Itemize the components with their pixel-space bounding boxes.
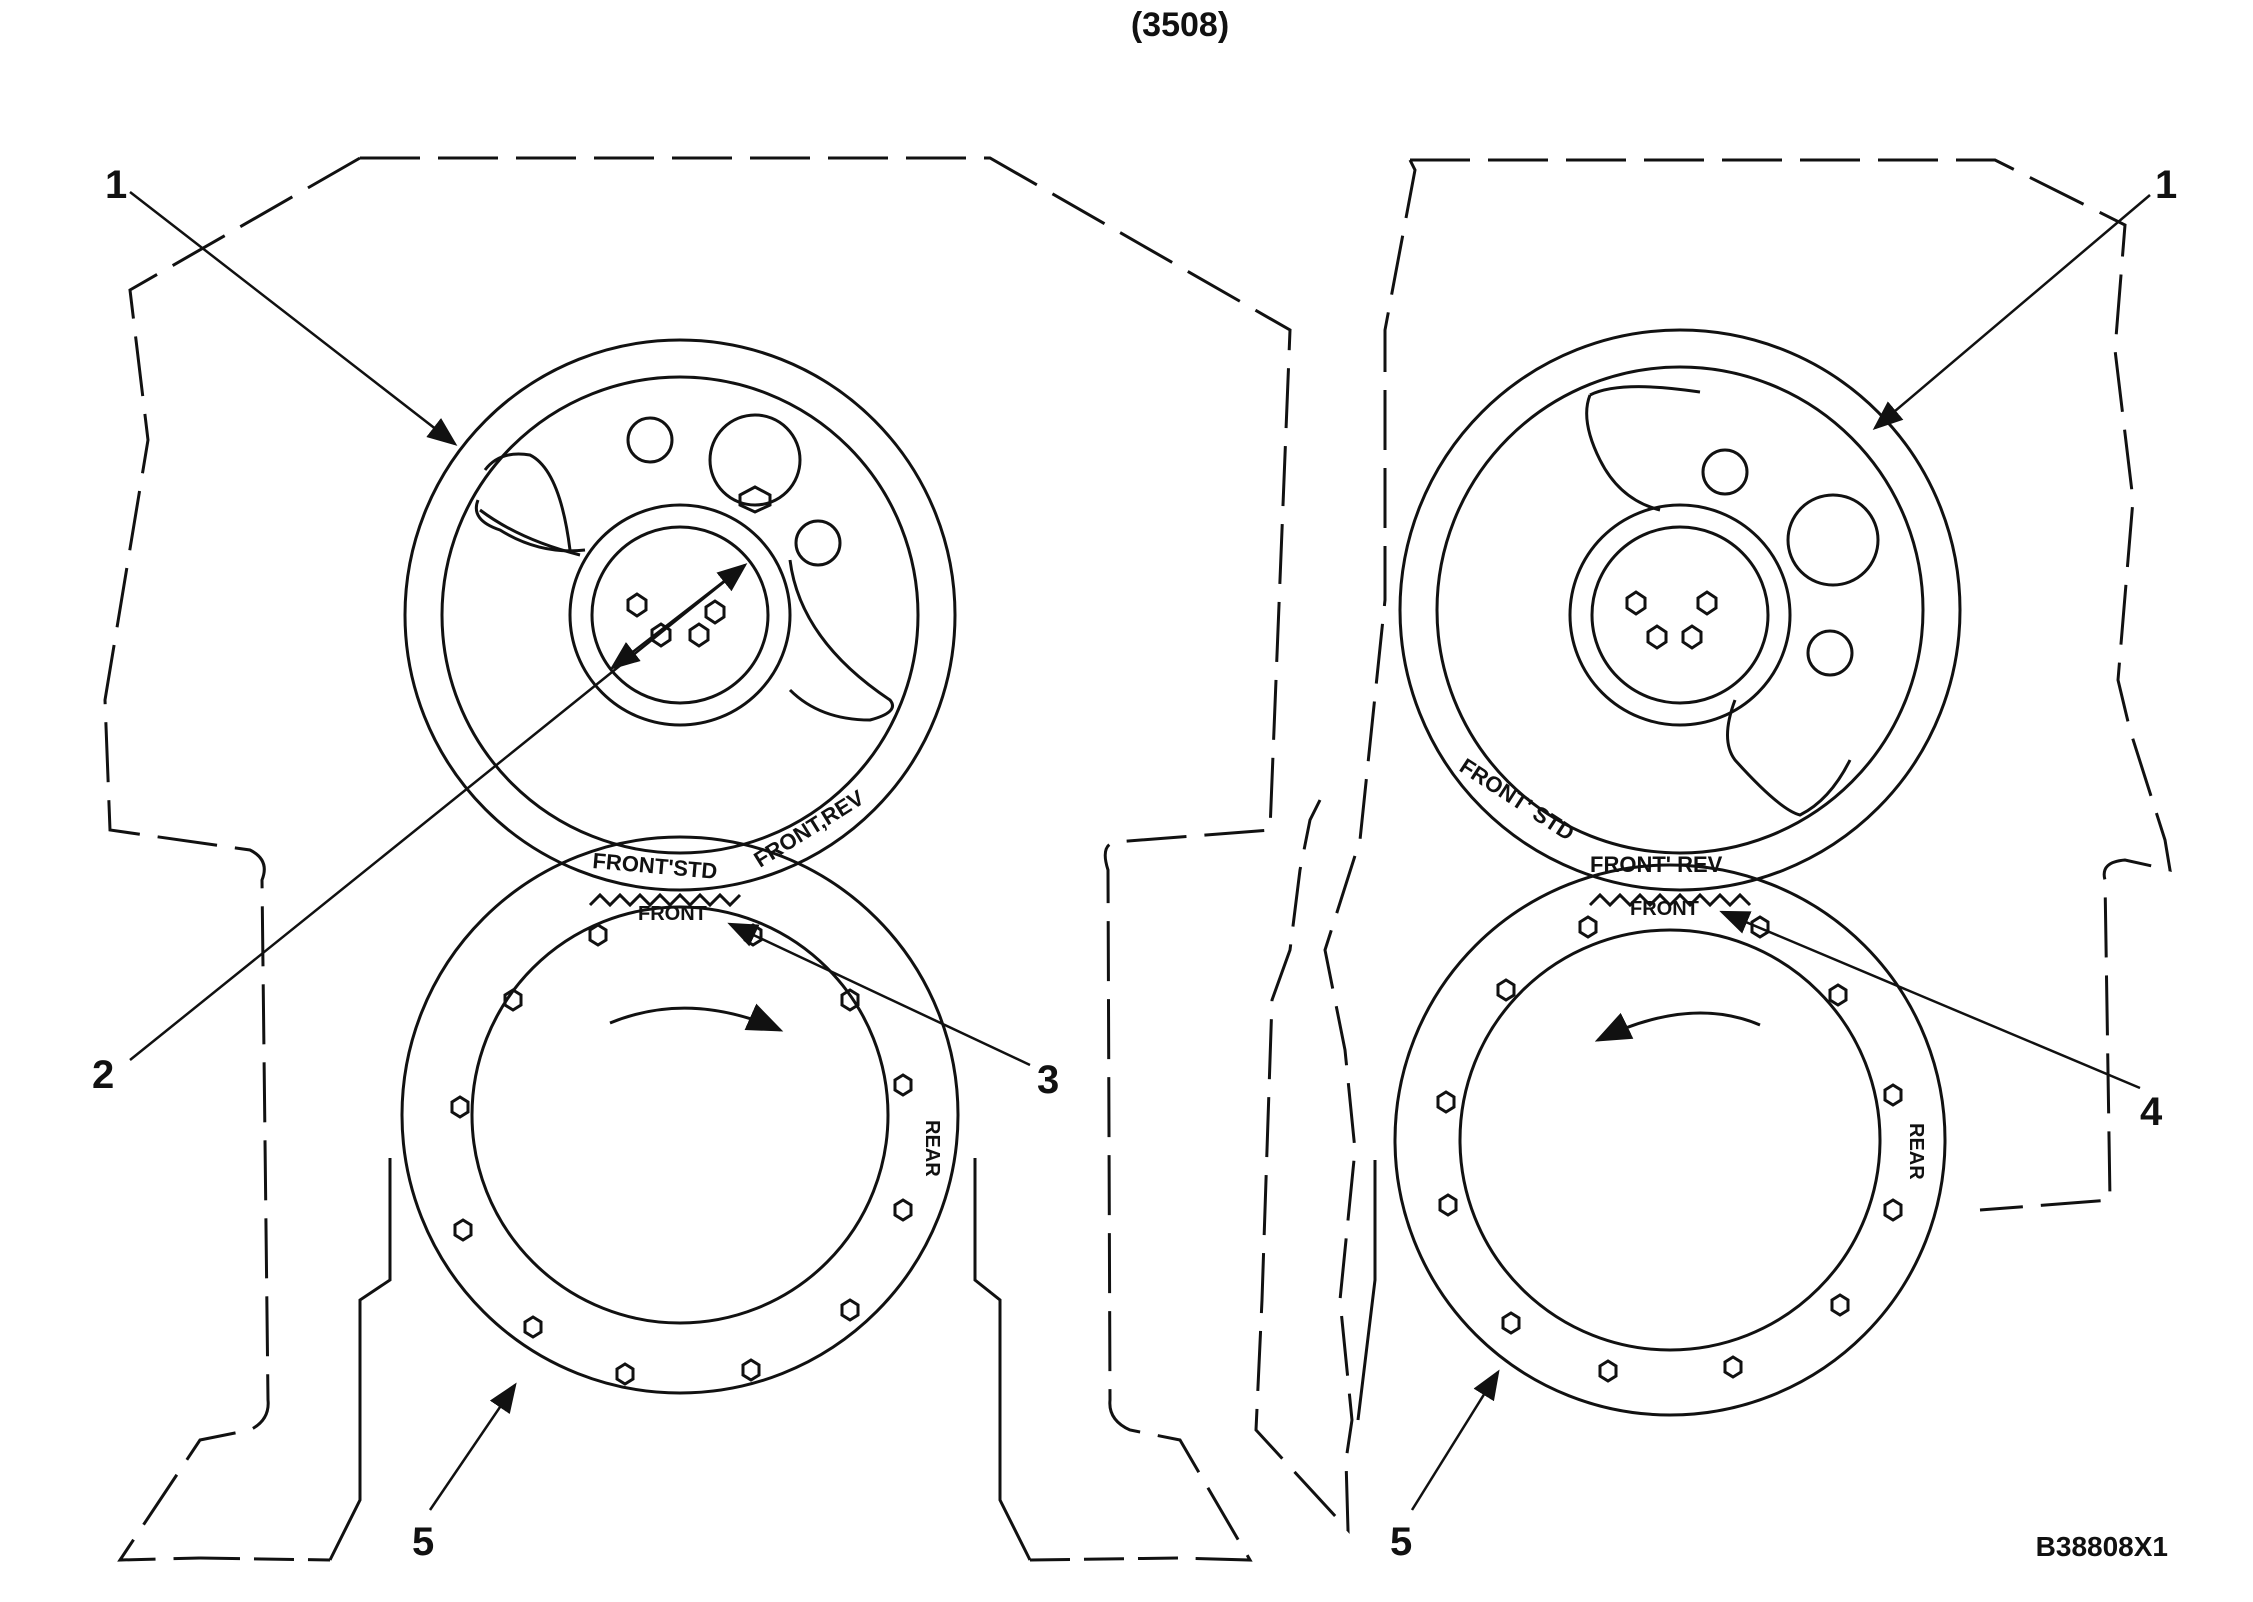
left-callout-1: 1 bbox=[105, 163, 127, 207]
left-cam-gear-outer bbox=[403, 338, 957, 892]
left-cam-hole-b bbox=[708, 413, 802, 507]
left-engine-outline-2 bbox=[103, 156, 361, 1562]
right-crank-bolts bbox=[1436, 915, 1903, 1383]
right-block-lower-left bbox=[1356, 1160, 1377, 1421]
right-cam-hole-a bbox=[1701, 448, 1749, 496]
right-view bbox=[1254, 158, 2172, 1534]
right-crank-gear-inner bbox=[1458, 928, 1882, 1352]
right-hub-bolt-1 bbox=[1625, 590, 1647, 616]
left-hub-bolt-4 bbox=[704, 599, 726, 625]
left-leaders bbox=[129, 191, 1031, 1511]
right-cam-web bbox=[1585, 385, 1852, 817]
right-rear-mark: REAR bbox=[1905, 1123, 1927, 1180]
left-cam-bolt-in-hole bbox=[738, 485, 772, 514]
left-block-lower-right bbox=[973, 1158, 1032, 1561]
left-hub-bolt-1 bbox=[626, 592, 648, 618]
right-leaders bbox=[1410, 194, 2151, 1511]
left-crank-gear-inner bbox=[470, 905, 890, 1325]
right-crank-mark-front: FRONT bbox=[1630, 898, 1699, 920]
figure-id: B38808X1 bbox=[2036, 1531, 2168, 1562]
right-cam-gear-inner bbox=[1435, 365, 1925, 855]
right-cam-mark-rev: FRONT' REV bbox=[1590, 852, 1723, 877]
right-cam-hub-outer bbox=[1568, 503, 1792, 727]
right-hub-bolt-4 bbox=[1681, 624, 1703, 650]
page-title: (3508) bbox=[1131, 6, 1229, 44]
right-hub-bolt-2 bbox=[1696, 590, 1718, 616]
left-crank-gear-outer bbox=[400, 835, 960, 1395]
left-cam-web-2 bbox=[474, 499, 586, 553]
right-callout-5: 5 bbox=[1390, 1520, 1412, 1564]
right-cam-hub-inner bbox=[1590, 525, 1770, 705]
left-crank-mark-front: FRONT bbox=[638, 903, 707, 925]
left-cam-hole-a bbox=[626, 416, 674, 464]
left-rear-mark: REAR bbox=[921, 1120, 943, 1177]
left-mesh-teeth bbox=[588, 892, 742, 908]
right-cam-hole-c bbox=[1806, 629, 1854, 677]
right-cam-gear-outer bbox=[1398, 328, 1962, 892]
right-crank-gear-outer bbox=[1393, 863, 1947, 1417]
right-engine-outline bbox=[1254, 159, 1417, 1534]
left-cam-hole-c bbox=[794, 519, 842, 567]
left-engine-outline bbox=[360, 156, 1292, 1562]
right-callout-4: 4 bbox=[2140, 1090, 2163, 1134]
left-cam-web bbox=[479, 452, 894, 722]
left-hub-bolt-3 bbox=[688, 622, 710, 648]
left-callout-2: 2 bbox=[92, 1053, 114, 1097]
left-rotation-arrow bbox=[609, 1003, 784, 1032]
right-cam-hole-b bbox=[1786, 493, 1880, 587]
left-crank-bolts bbox=[450, 923, 913, 1386]
left-view bbox=[103, 156, 1292, 1562]
right-mesh-teeth bbox=[1588, 892, 1752, 908]
left-callout-5: 5 bbox=[412, 1520, 434, 1564]
left-cam-gear-inner bbox=[440, 375, 920, 855]
left-callout-3: 3 bbox=[1037, 1058, 1059, 1102]
left-cam-hub-inner bbox=[590, 525, 770, 705]
right-rotation-arrow bbox=[1594, 1011, 1761, 1042]
right-hub-bolt-3 bbox=[1646, 624, 1668, 650]
right-callout-1: 1 bbox=[2155, 163, 2177, 207]
right-engine-outline-top bbox=[1410, 158, 2172, 1212]
left-block-lower-left bbox=[328, 1158, 392, 1561]
left-block-base bbox=[199, 1556, 1181, 1562]
left-cam-hub-outer bbox=[568, 503, 792, 727]
